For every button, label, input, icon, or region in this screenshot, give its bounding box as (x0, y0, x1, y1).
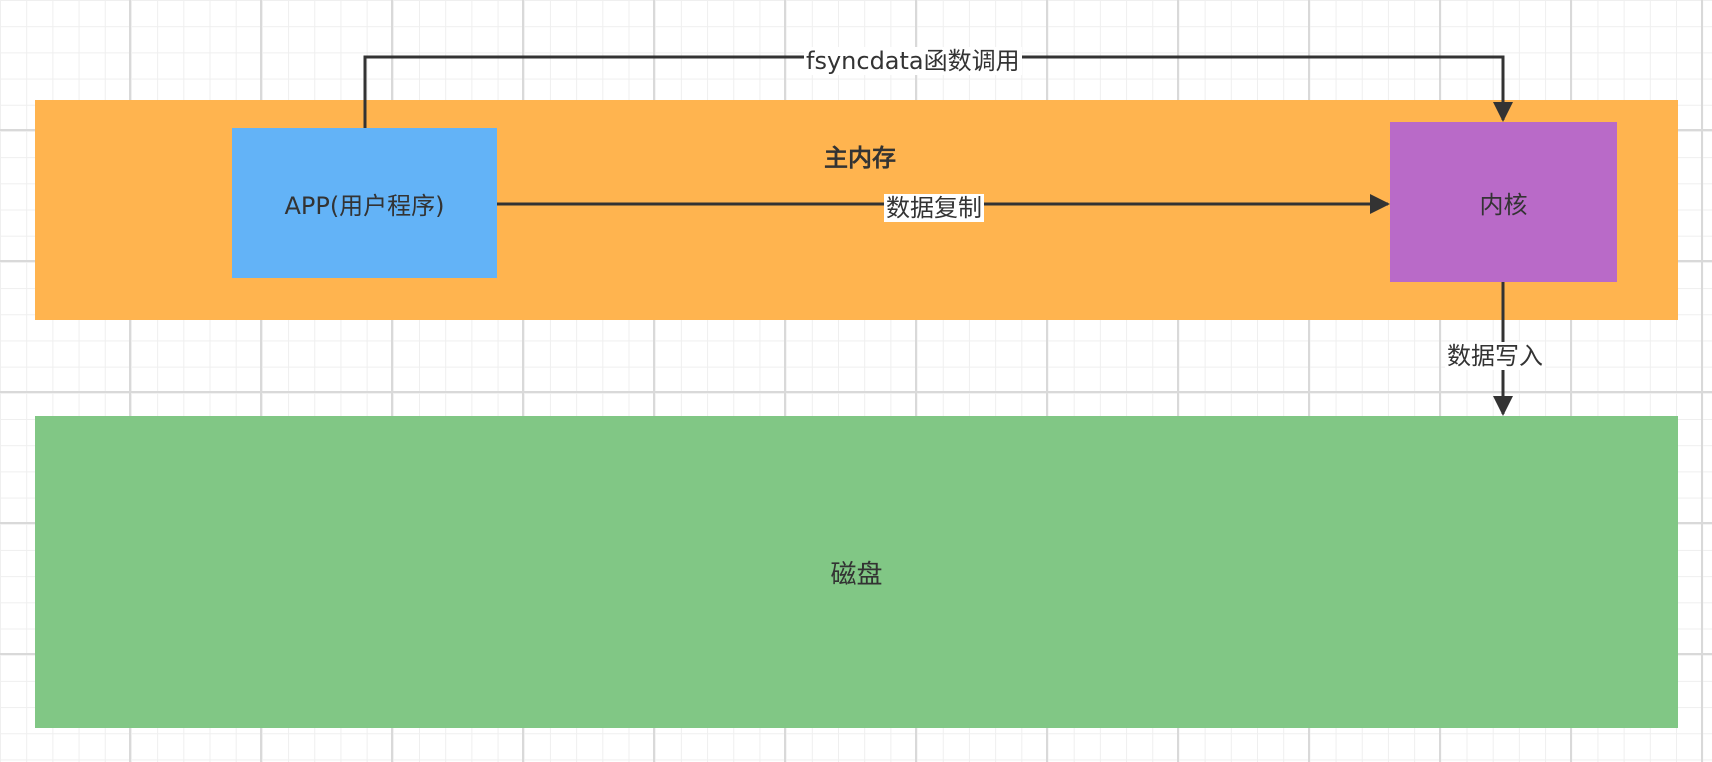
fsync-call-label: fsyncdata函数调用 (804, 47, 1022, 75)
data-write-label: 数据写入 (1445, 342, 1545, 370)
main-memory-label: 主内存 (824, 143, 896, 172)
data-copy-label: 数据复制 (884, 194, 984, 222)
kernel-node: 内核 (1390, 122, 1617, 282)
disk-node: 磁盘 (35, 416, 1678, 728)
app-node: APP(用户程序) (232, 128, 497, 278)
